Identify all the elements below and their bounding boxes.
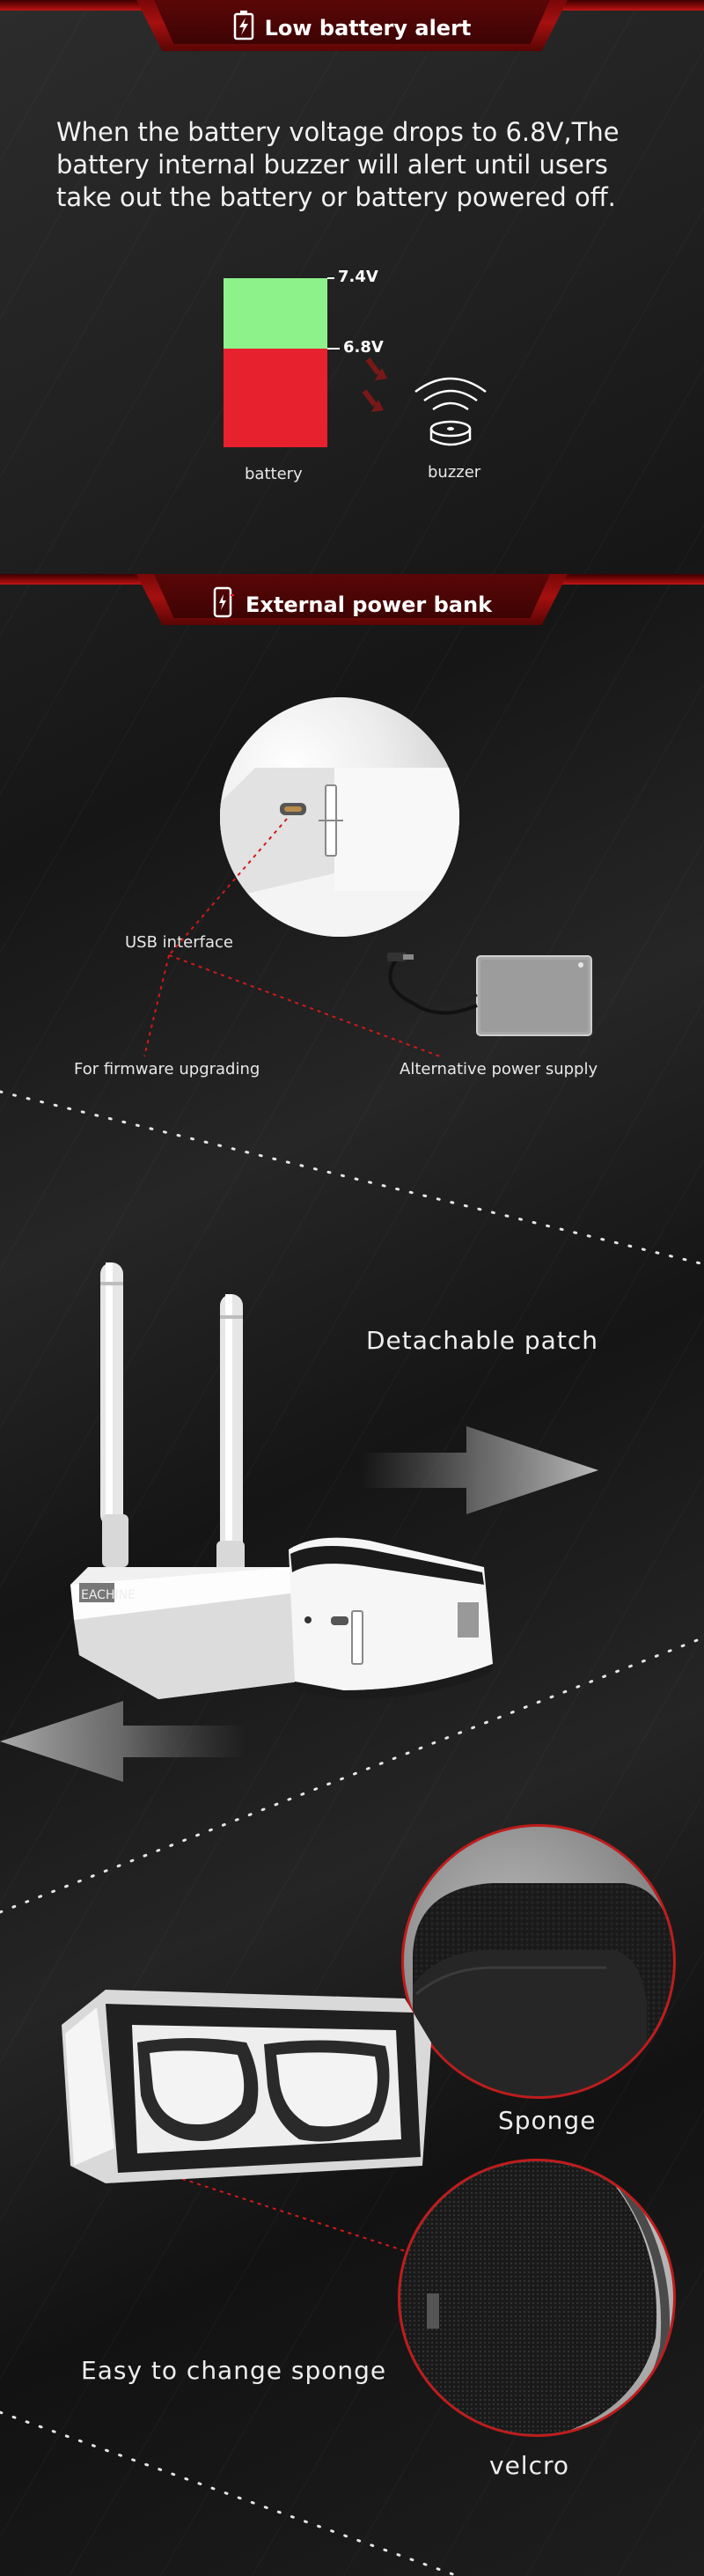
sponge-label: Sponge xyxy=(498,2106,597,2135)
buzzer-label: buzzer xyxy=(428,463,481,482)
sponge-closeup-image xyxy=(401,1824,676,2099)
buzzer-icon xyxy=(414,377,487,446)
arrow-left-icon xyxy=(0,1701,246,1782)
battery-bolt-icon xyxy=(233,11,254,46)
low-battery-banner: Low battery alert xyxy=(0,0,704,62)
goggles-antenna-image: EACHINE xyxy=(70,1262,493,1700)
phone-charge-icon xyxy=(212,586,235,623)
power-bank-image xyxy=(387,953,592,1036)
firmware-label: For firmware upgrading xyxy=(74,1060,260,1078)
usb-closeup-image xyxy=(220,697,459,937)
goggles-sponge-image xyxy=(62,1990,431,2183)
detachable-patch-label: Detachable patch xyxy=(366,1326,598,1355)
usb-interface-label: USB interface xyxy=(125,933,233,952)
low-battery-description: When the battery voltage drops to 6.8V,T… xyxy=(56,117,620,212)
power-supply-label: Alternative power supply xyxy=(400,1060,598,1078)
velcro-closeup-image xyxy=(398,2159,676,2437)
battery-diagram xyxy=(224,277,487,447)
voltage-low-label: 6.8V xyxy=(343,338,384,357)
battery-full-segment xyxy=(224,278,327,349)
velcro-label: velcro xyxy=(489,2451,569,2480)
arrow-right-icon xyxy=(361,1426,598,1514)
low-battery-title: Low battery alert xyxy=(0,11,704,46)
svg-text:EACHINE: EACHINE xyxy=(81,1588,136,1602)
power-bank-title: External power bank xyxy=(0,586,704,623)
easy-change-label: Easy to change sponge xyxy=(81,2356,387,2385)
battery-low-segment xyxy=(224,349,327,447)
power-bank-banner: External power bank xyxy=(0,574,704,636)
battery-label: battery xyxy=(245,465,303,483)
voltage-high-label: 7.4V xyxy=(338,268,378,286)
